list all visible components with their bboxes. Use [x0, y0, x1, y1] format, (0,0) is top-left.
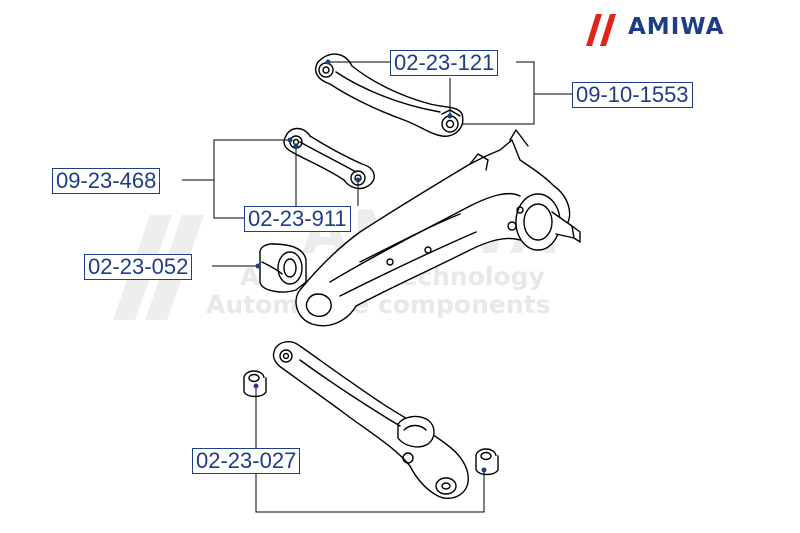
part-label-09-23-468: 09-23-468 — [52, 168, 161, 194]
leader-dots — [253, 59, 487, 473]
brand-name: AMIWA — [628, 14, 725, 40]
part-label-02-23-027: 02-23-027 — [192, 448, 301, 474]
part-label-02-23-052: 02-23-052 — [84, 254, 193, 280]
bushing-027-right — [475, 448, 499, 476]
part-label-02-23-121: 02-23-121 — [390, 50, 499, 76]
lateral-link — [283, 127, 375, 190]
leader-lines — [182, 61, 572, 513]
part-label-02-23-911: 02-23-911 — [244, 206, 351, 232]
bushing-052 — [259, 243, 307, 293]
trailing-arm — [295, 129, 581, 327]
part-label-09-10-1553: 09-10-1553 — [572, 82, 693, 108]
brand-slash-icon — [586, 14, 616, 46]
lower-control-arm — [272, 341, 469, 500]
